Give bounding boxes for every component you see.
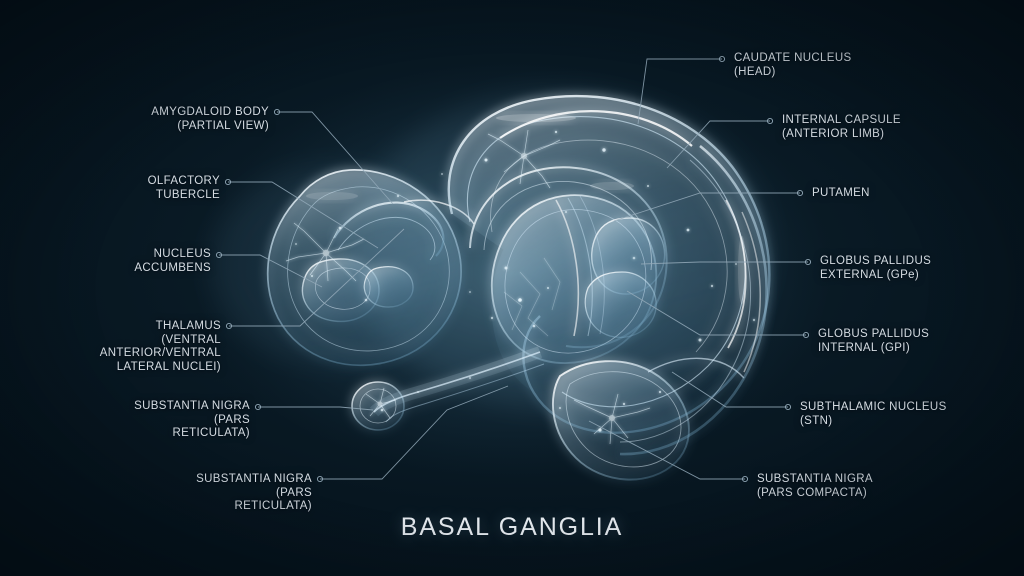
- leader-line-caudate-nucleus: [637, 58, 722, 125]
- leader-line-internal-capsule: [666, 120, 770, 169]
- label-caudate-nucleus[interactable]: CAUDATE NUCLEUS (HEAD): [734, 52, 852, 78]
- label-putamen[interactable]: PUTAMEN: [812, 187, 870, 199]
- label-substantia-nigra-pars-compacta[interactable]: SUBSTANTIA NIGRA (PARS COMPACTA): [757, 473, 873, 499]
- leader-line-substantia-nigra-pars-compacta: [588, 420, 745, 480]
- label-substantia-nigra-pars-reticulata-lower[interactable]: SUBSTANTIA NIGRA (PARS RETICULATA): [196, 473, 312, 513]
- leader-line-substantia-nigra-pars-reticulata-lower: [320, 385, 509, 480]
- label-globus-pallidus-external[interactable]: GLOBUS PALLIDUS EXTERNAL (GPe): [820, 255, 932, 281]
- label-olfactory-tubercle[interactable]: OLFACTORY TUBERCLE: [147, 175, 220, 201]
- label-nucleus-accumbens[interactable]: NUCLEUS ACCUMBENS: [134, 248, 211, 274]
- leader-line-thalamus: [229, 228, 405, 327]
- label-amygdaloid-body[interactable]: AMYGDALOID BODY (PARTIAL VIEW): [151, 106, 269, 132]
- label-thalamus[interactable]: THALAMUS (VENTRAL ANTERIOR/VENTRAL LATER…: [99, 320, 221, 373]
- label-internal-capsule[interactable]: INTERNAL CAPSULE (ANTERIOR LIMB): [782, 114, 901, 140]
- leader-line-nucleus-accumbens: [219, 254, 323, 288]
- leader-line-subthalamic-nucleus: [671, 371, 788, 408]
- page-title: BASAL GANGLIA: [400, 513, 624, 541]
- leader-line-olfactory-tubercle: [228, 181, 379, 249]
- leader-line-amygdaloid-body: [277, 111, 394, 205]
- label-substantia-nigra-pars-reticulata-upper[interactable]: SUBSTANTIA NIGRA (PARS RETICULATA): [134, 400, 250, 440]
- leader-line-globus-pallidus-external: [640, 261, 808, 265]
- leader-line-substantia-nigra-pars-reticulata-upper: [258, 406, 374, 411]
- label-subthalamic-nucleus[interactable]: SUBTHALAMIC NUCLEUS (STN): [800, 401, 947, 427]
- leader-line-putamen: [613, 192, 800, 222]
- label-globus-pallidus-internal[interactable]: GLOBUS PALLIDUS INTERNAL (GPI): [818, 328, 930, 354]
- leader-line-globus-pallidus-internal: [626, 290, 806, 336]
